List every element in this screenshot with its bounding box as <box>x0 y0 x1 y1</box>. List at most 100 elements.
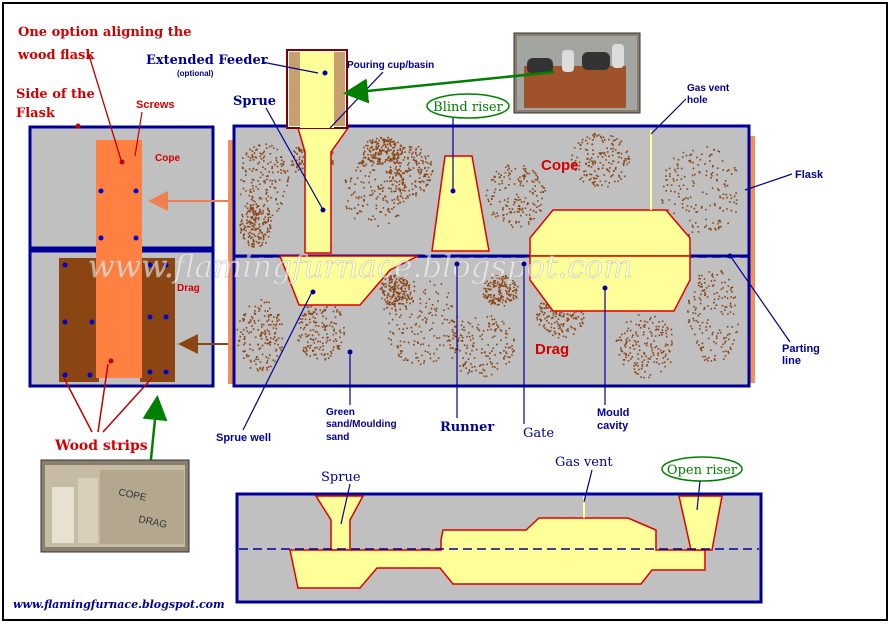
dot-marker-icon <box>133 188 139 194</box>
sand-speckle <box>424 166 426 169</box>
sand-speckle <box>507 165 510 167</box>
sand-speckle <box>499 284 501 287</box>
sand-speckle <box>255 214 258 217</box>
sand-speckle <box>244 226 247 229</box>
sand-speckle <box>392 300 395 303</box>
sand-speckle <box>485 194 488 197</box>
sand-speckle <box>508 277 510 279</box>
sand-speckle <box>389 168 392 171</box>
sand-speckle <box>620 140 623 143</box>
sand-speckle <box>719 207 721 210</box>
sand-speckle <box>265 175 268 177</box>
sand-speckle <box>484 351 486 353</box>
sand-speckle <box>507 346 510 349</box>
sand-speckle <box>712 164 714 167</box>
sand-speckle <box>377 160 379 163</box>
sand-speckle <box>411 330 413 333</box>
sand-speckle <box>389 288 391 290</box>
sand-speckle <box>612 174 614 176</box>
sand-speckle <box>390 287 392 289</box>
sand-speckle <box>713 279 716 282</box>
sand-speckle <box>662 326 664 328</box>
sand-speckle <box>393 293 395 295</box>
sand-speckle <box>578 168 580 171</box>
sand-speckle <box>397 199 400 201</box>
sand-speckle <box>657 352 659 354</box>
sand-speckle <box>382 186 385 189</box>
sand-speckle <box>251 222 253 224</box>
sand-speckle <box>424 289 427 291</box>
sand-speckle <box>326 333 328 335</box>
sand-speckle <box>260 338 263 340</box>
sand-speckle <box>389 330 392 333</box>
sand-speckle <box>273 147 275 149</box>
sand-speckle <box>269 344 271 346</box>
sand-speckle <box>451 357 454 359</box>
sand-speckle <box>371 164 374 167</box>
sand-speckle <box>254 336 257 339</box>
sand-speckle <box>242 318 244 320</box>
sand-speckle <box>399 149 402 151</box>
sand-speckle <box>495 321 497 323</box>
green-sand-label-line2: sand/Moulding <box>326 419 397 430</box>
sand-speckle <box>496 212 498 214</box>
sand-speckle <box>612 147 614 150</box>
sand-speckle <box>592 177 595 179</box>
sand-speckle <box>399 308 401 311</box>
sand-speckle <box>485 296 488 298</box>
sand-speckle <box>370 141 372 144</box>
sand-speckle <box>407 158 409 160</box>
sand-speckle <box>494 280 497 282</box>
sand-speckle <box>399 170 402 172</box>
sand-speckle <box>467 372 469 375</box>
sand-speckle <box>386 303 388 305</box>
sand-speckle <box>260 331 263 334</box>
sand-speckle <box>495 328 497 330</box>
sand-speckle <box>502 207 504 209</box>
sand-speckle <box>456 348 459 350</box>
sand-speckle <box>601 156 604 158</box>
sand-speckle <box>518 208 521 211</box>
sand-speckle <box>257 235 259 238</box>
sand-speckle <box>397 162 400 165</box>
sand-speckle <box>370 194 373 196</box>
sand-speckle <box>495 215 497 218</box>
sand-speckle <box>251 325 253 327</box>
sand-speckle <box>248 220 251 222</box>
sand-speckle <box>517 196 520 198</box>
sand-speckle <box>249 231 251 234</box>
sand-speckle <box>544 317 546 320</box>
sand-speckle <box>395 187 398 190</box>
sand-speckle <box>567 328 569 330</box>
sand-speckle <box>306 345 309 348</box>
bottom-sprue-label: Sprue <box>321 470 361 485</box>
sand-speckle <box>265 336 268 338</box>
sand-speckle <box>456 344 459 347</box>
sand-speckle <box>415 147 418 150</box>
sand-speckle <box>415 194 417 197</box>
sand-speckle <box>633 368 636 370</box>
sand-speckle <box>402 332 404 334</box>
sand-speckle <box>502 275 505 278</box>
sand-speckle <box>239 231 242 234</box>
sand-speckle <box>616 152 619 154</box>
sand-speckle <box>709 204 711 207</box>
sand-speckle <box>609 135 612 137</box>
gate-label: Gate <box>523 426 554 441</box>
sand-speckle <box>610 175 613 177</box>
sand-speckle <box>642 324 645 327</box>
sand-speckle <box>397 295 399 297</box>
sand-speckle <box>540 302 543 305</box>
sand-speckle <box>710 173 713 175</box>
sand-speckle <box>264 333 266 336</box>
sand-speckle <box>400 276 403 278</box>
gas-vent-hole-label-line2: hole <box>687 95 708 106</box>
sand-speckle <box>267 342 270 345</box>
sand-speckle <box>281 337 283 340</box>
sand-speckle <box>539 307 542 309</box>
sand-speckle <box>481 348 483 350</box>
sand-speckle <box>397 188 400 191</box>
sand-speckle <box>253 219 256 221</box>
sand-speckle <box>718 225 721 228</box>
